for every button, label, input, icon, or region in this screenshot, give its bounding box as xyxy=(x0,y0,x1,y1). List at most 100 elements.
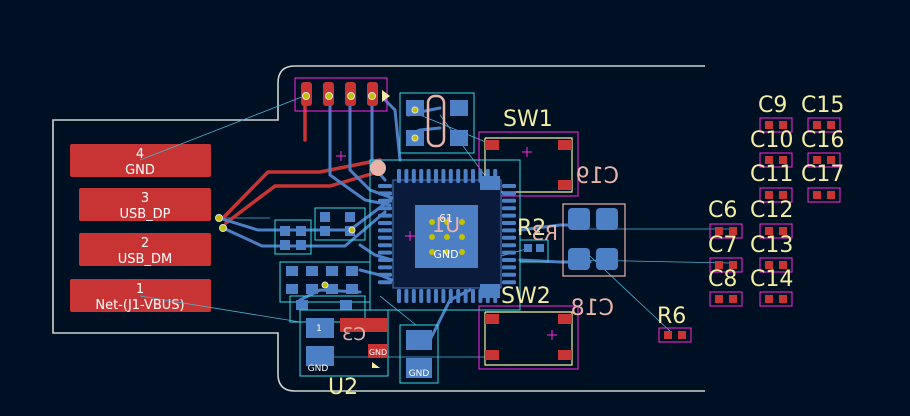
qfn-pin[interactable] xyxy=(411,169,416,183)
cap-0402-footprint[interactable] xyxy=(807,187,841,203)
cap-0402-footprint[interactable] xyxy=(807,152,841,168)
qfn-pin[interactable] xyxy=(378,265,392,270)
cap-0402-footprint[interactable] xyxy=(807,117,841,133)
qfn-pin[interactable] xyxy=(471,169,475,183)
qfn-pin[interactable] xyxy=(471,289,475,303)
qfn-pin[interactable] xyxy=(378,250,392,255)
qfn-pin[interactable] xyxy=(441,289,446,303)
pin1-marker-icon xyxy=(370,160,386,176)
qfn-pin[interactable] xyxy=(419,169,424,183)
bottom-cap-c3[interactable]: GND xyxy=(399,324,439,384)
qfn-pin[interactable] xyxy=(502,243,516,248)
cap-0402-footprint[interactable] xyxy=(759,223,793,239)
qfn-pin[interactable] xyxy=(502,228,516,233)
qfn-pin[interactable] xyxy=(463,169,468,183)
qfn-pin[interactable] xyxy=(502,280,516,285)
connector-pad-1-net: Net-(J1-VBUS) xyxy=(95,298,184,313)
qfn-pin[interactable] xyxy=(502,184,516,188)
ref-u1: U1 xyxy=(433,213,460,237)
regulator-u2[interactable]: GND 1 GND xyxy=(299,309,389,377)
cap-0402-footprint[interactable] xyxy=(759,291,793,307)
connector-pad-3-net: USB_DP xyxy=(119,207,170,222)
bottom-cap-gnd-label: GND xyxy=(409,369,430,379)
origin-markers xyxy=(336,147,557,340)
mcu-u1-qfn[interactable]: GND 61 xyxy=(369,159,521,311)
ref-r3: R3 xyxy=(531,221,558,245)
ref-c15: C15 xyxy=(801,93,844,118)
thermal-vias xyxy=(429,219,465,255)
qfn-pin[interactable] xyxy=(404,169,409,183)
usb-connector-j1[interactable]: 4 GND 3 USB_DP 2 USB_DM 1 Net-(J1-VBUS) xyxy=(70,144,211,313)
qfn-pin[interactable] xyxy=(378,206,392,211)
cap-0402-footprint[interactable] xyxy=(759,152,793,168)
regulator-gnd-front-label: GND xyxy=(369,348,387,357)
qfn-pin[interactable] xyxy=(397,289,401,303)
switch-sw2[interactable] xyxy=(478,305,579,370)
qfn-pin[interactable] xyxy=(404,289,409,303)
ref-c18: C18 xyxy=(571,296,614,321)
qfn-pin[interactable] xyxy=(411,289,416,303)
cap-0402-footprint[interactable] xyxy=(709,223,743,239)
front-copper-traces xyxy=(220,94,382,225)
qfn-pin[interactable] xyxy=(426,289,431,303)
cap-footprints-right[interactable] xyxy=(658,117,841,343)
qfn-pin[interactable] xyxy=(441,169,446,183)
cap-0402-footprint[interactable] xyxy=(709,257,743,273)
qfn-pin[interactable] xyxy=(448,169,453,183)
qfn-pin[interactable] xyxy=(502,213,516,218)
qfn-pin[interactable] xyxy=(426,169,431,183)
ref-c17: C17 xyxy=(801,162,844,187)
qfn-pin[interactable] xyxy=(502,265,516,270)
qfn-pin[interactable] xyxy=(448,289,453,303)
qfn-pin[interactable] xyxy=(502,206,516,211)
qfn-pin[interactable] xyxy=(502,191,516,196)
qfn-pin[interactable] xyxy=(419,289,424,303)
connector-pad-2-net: USB_DM xyxy=(118,252,172,267)
cap-0402-footprint[interactable] xyxy=(759,117,793,133)
connector-pad-1[interactable] xyxy=(70,279,211,312)
qfn-pin[interactable] xyxy=(378,184,392,188)
regulator-gnd-label: GND xyxy=(308,364,329,374)
qfn-pin[interactable] xyxy=(378,198,392,203)
ref-c14: C14 xyxy=(750,267,793,292)
crystal-y1[interactable] xyxy=(399,92,475,154)
qfn-pin[interactable] xyxy=(502,272,516,277)
qfn-pin[interactable] xyxy=(378,280,392,285)
qfn-pin[interactable] xyxy=(456,289,461,303)
ref-c7: C7 xyxy=(708,233,737,258)
ref-sw1: SW1 xyxy=(503,107,553,132)
connector-pad-2[interactable] xyxy=(79,233,211,266)
ref-r6: R6 xyxy=(657,304,686,329)
connector-pad-3[interactable] xyxy=(79,188,211,221)
cap-0402-footprint[interactable] xyxy=(759,257,793,273)
qfn-pin[interactable] xyxy=(378,243,392,248)
qfn-pin[interactable] xyxy=(378,228,392,233)
cap-0402-footprint[interactable] xyxy=(658,327,692,343)
ref-c13: C13 xyxy=(750,233,793,258)
back-passives-left[interactable] xyxy=(274,207,371,323)
qfn-pin[interactable] xyxy=(397,169,401,183)
back-passives-right[interactable] xyxy=(480,176,626,298)
cap-0402-footprint[interactable] xyxy=(759,187,793,203)
connector-pad-2-number: 2 xyxy=(141,236,149,251)
ref-c12: C12 xyxy=(750,198,793,223)
qfn-pin[interactable] xyxy=(502,221,516,225)
qfn-pin[interactable] xyxy=(502,198,516,203)
qfn-pin[interactable] xyxy=(502,235,516,240)
qfn-pin[interactable] xyxy=(502,258,516,262)
qfn-pin[interactable] xyxy=(434,289,438,303)
cap-0402-footprint[interactable] xyxy=(709,291,743,307)
qfn-pin[interactable] xyxy=(456,169,461,183)
connector-pad-4-net: GND xyxy=(125,163,155,178)
qfn-pin[interactable] xyxy=(378,272,392,277)
qfn-pin[interactable] xyxy=(463,289,468,303)
qfn-pin[interactable] xyxy=(434,169,438,183)
qfn-pin[interactable] xyxy=(378,213,392,218)
qfn-pin[interactable] xyxy=(378,191,392,196)
qfn-pin[interactable] xyxy=(502,250,516,255)
qfn-pin[interactable] xyxy=(378,258,392,262)
qfn-pin[interactable] xyxy=(378,235,392,240)
connector-pad-4[interactable] xyxy=(70,144,211,177)
qfn-pin[interactable] xyxy=(378,221,392,225)
